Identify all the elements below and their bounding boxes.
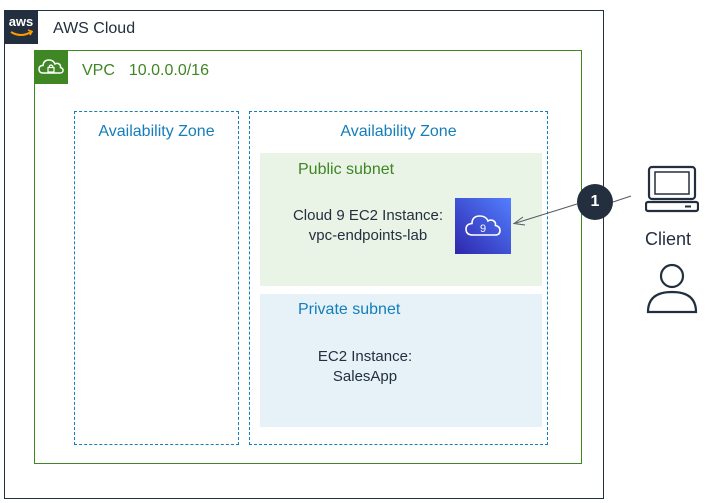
- vpc-cidr: 10.0.0.0/16: [128, 62, 209, 79]
- cloud9-instance-line1: Cloud 9 EC2 Instance:: [292, 207, 444, 224]
- aws-smile-icon: [10, 29, 34, 36]
- private-subnet: [260, 294, 542, 427]
- vpc-name: VPC: [82, 62, 115, 79]
- client-to-badge-line: [612, 195, 632, 203]
- availability-zone-1: [74, 111, 239, 445]
- step-badge: 1: [577, 184, 613, 220]
- user-icon: [646, 263, 698, 314]
- private-subnet-label: Private subnet: [298, 301, 401, 318]
- availability-zone-2: [249, 111, 548, 445]
- aws-cloud-label: AWS Cloud: [53, 20, 136, 37]
- ec2-instance-line1: EC2 Instance:: [317, 348, 413, 365]
- aws-logo-icon: aws: [4, 10, 38, 44]
- cloud9-icon-glyph: 9: [480, 223, 486, 235]
- availability-zone-1-label: Availability Zone: [98, 123, 215, 140]
- public-subnet-label: Public subnet: [298, 161, 395, 178]
- cloud9-instance-line2: vpc-endpoints-lab: [308, 227, 428, 244]
- aws-cloud-group: [4, 10, 604, 499]
- vpc-lock-cloud-icon: [34, 50, 68, 84]
- vpc-label: VPC 10.0.0.0/16: [82, 62, 209, 80]
- cloud9-instance-label: Cloud 9 EC2 Instance: vpc-endpoints-lab: [283, 206, 453, 246]
- vpc-group: [34, 50, 582, 464]
- ec2-instance-label: EC2 Instance: SalesApp: [300, 347, 430, 387]
- aws-logo-text: aws: [8, 14, 34, 29]
- cloud9-icon: 9: [455, 198, 511, 254]
- availability-zone-2-label: Availability Zone: [340, 123, 457, 140]
- laptop-icon: [645, 165, 699, 213]
- client-label: Client: [645, 229, 692, 249]
- ec2-instance-line2: SalesApp: [332, 368, 398, 385]
